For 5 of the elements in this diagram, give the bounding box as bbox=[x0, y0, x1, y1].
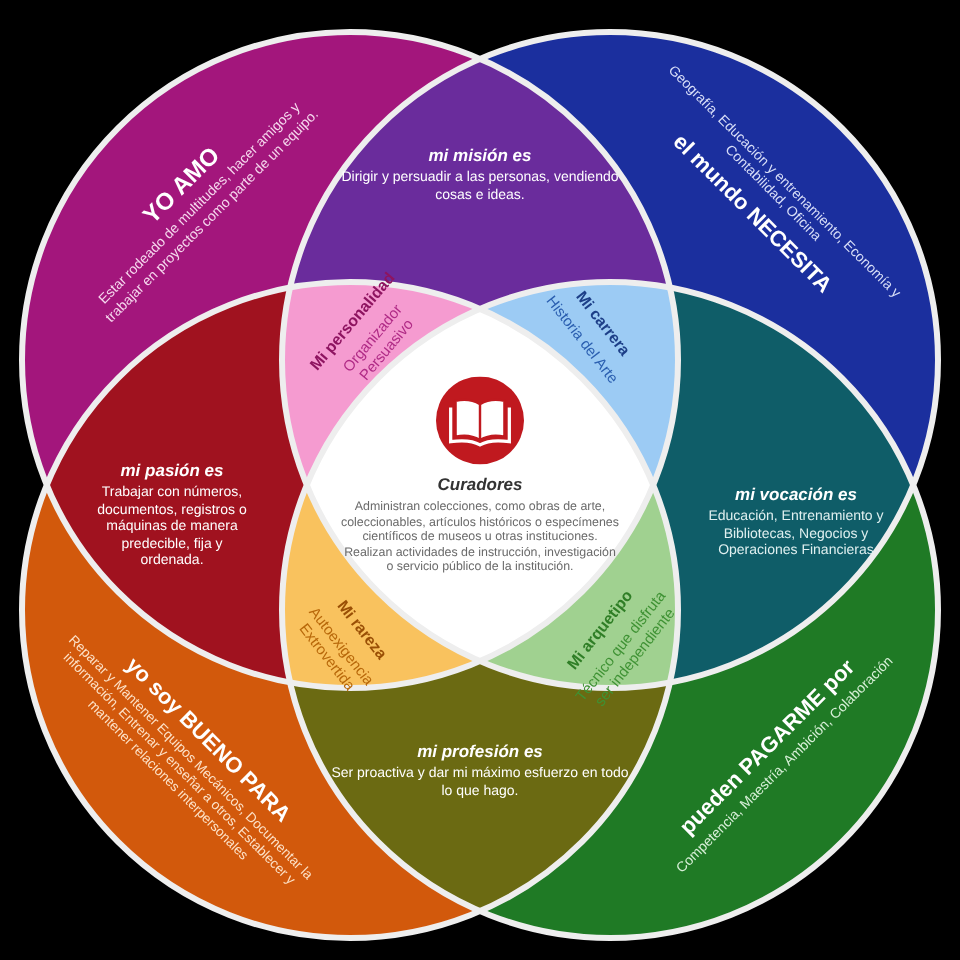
region-heading: Curadores bbox=[437, 476, 523, 496]
region-heading: mi vocación es bbox=[735, 486, 857, 506]
region-heading: mi misión es bbox=[428, 146, 532, 166]
region-heading: mi profesión es bbox=[417, 742, 543, 762]
region-heading: mi pasión es bbox=[120, 461, 224, 481]
